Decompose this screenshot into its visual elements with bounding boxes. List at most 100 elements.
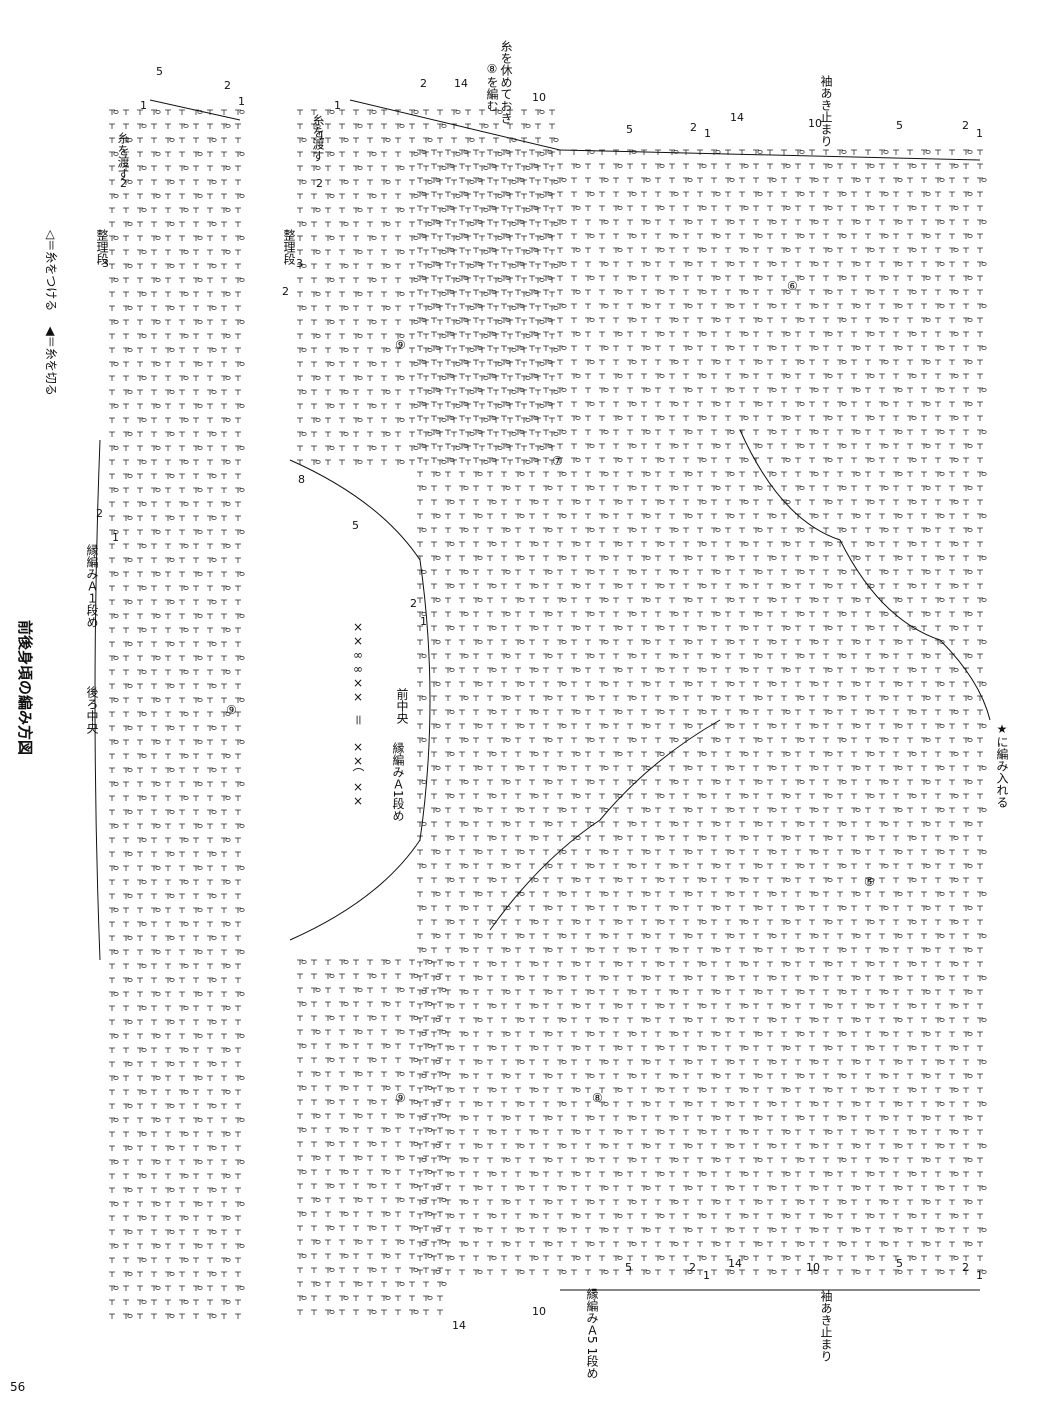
stitch-mark bbox=[240, 1287, 244, 1290]
stitch-mark bbox=[198, 1119, 202, 1122]
stitch-mark bbox=[198, 993, 202, 996]
stitch-mark bbox=[170, 1063, 174, 1066]
stitch-mark bbox=[400, 461, 404, 464]
stitch-mark bbox=[184, 209, 188, 212]
stitch-mark bbox=[436, 557, 440, 560]
stitch-mark bbox=[240, 153, 244, 156]
stitch-mark bbox=[114, 951, 118, 954]
stitch-mark bbox=[506, 655, 510, 658]
stitch-mark bbox=[464, 781, 468, 784]
stitch-mark bbox=[464, 1243, 468, 1246]
stitch-mark bbox=[520, 1187, 524, 1190]
stitch-mark bbox=[240, 699, 244, 702]
stitch-mark bbox=[506, 1243, 510, 1246]
stitch-mark bbox=[142, 1301, 146, 1304]
stitch-mark bbox=[478, 851, 482, 854]
stitch-mark bbox=[358, 293, 362, 296]
stitch-mark bbox=[450, 921, 454, 924]
stitch-mark bbox=[422, 1201, 426, 1204]
stitch-mark bbox=[372, 237, 376, 240]
stitch-mark bbox=[436, 767, 440, 770]
stitch-mark bbox=[170, 1105, 174, 1108]
stitch-mark bbox=[428, 181, 432, 184]
stitch-mark bbox=[142, 923, 146, 926]
stitch-mark bbox=[456, 321, 460, 324]
stitch-mark bbox=[512, 307, 516, 310]
stitch-mark bbox=[170, 517, 174, 520]
stitch-mark bbox=[212, 853, 216, 856]
stitch-mark bbox=[128, 1189, 132, 1192]
stitch-mark bbox=[386, 139, 390, 142]
stitch-mark bbox=[198, 741, 202, 744]
stitch-mark bbox=[128, 769, 132, 772]
stitch-mark bbox=[450, 669, 454, 672]
stitch-mark bbox=[128, 433, 132, 436]
stitch-mark bbox=[184, 335, 188, 338]
stitch-mark bbox=[450, 837, 454, 840]
stitch-mark bbox=[436, 683, 440, 686]
stitch-mark bbox=[114, 993, 118, 996]
stitch-mark bbox=[520, 515, 524, 518]
stitch-mark bbox=[212, 811, 216, 814]
stitch-mark bbox=[128, 727, 132, 730]
stitch-mark bbox=[456, 111, 460, 114]
stitch-mark bbox=[212, 1189, 216, 1192]
stitch-mark bbox=[198, 1161, 202, 1164]
stitch-mark bbox=[170, 475, 174, 478]
stitch-mark bbox=[226, 629, 230, 632]
stitch-mark bbox=[114, 1119, 118, 1122]
stitch-mark bbox=[170, 1021, 174, 1024]
stitch-mark bbox=[442, 461, 446, 464]
stitch-mark bbox=[170, 1315, 174, 1318]
stitch-mark bbox=[436, 1019, 440, 1022]
stitch-mark bbox=[156, 657, 160, 660]
stitch-mark bbox=[520, 725, 524, 728]
stitch-mark bbox=[450, 1173, 454, 1176]
stitch-mark bbox=[548, 697, 552, 700]
stitch-mark bbox=[184, 1301, 188, 1304]
stitch-mark bbox=[534, 1131, 538, 1134]
stitch-mark bbox=[198, 447, 202, 450]
stitch-mark bbox=[198, 1287, 202, 1290]
stitch-mark bbox=[540, 447, 544, 450]
stitch-mark bbox=[344, 265, 348, 268]
stitch-mark bbox=[114, 825, 118, 828]
stitch-mark bbox=[184, 1133, 188, 1136]
stitch-mark bbox=[450, 1089, 454, 1092]
stitch-mark bbox=[240, 195, 244, 198]
stitch-mark bbox=[240, 1203, 244, 1206]
stitch-mark bbox=[114, 657, 118, 660]
stitch-mark bbox=[526, 419, 530, 422]
stitch-mark bbox=[240, 237, 244, 240]
stitch-mark bbox=[240, 783, 244, 786]
stitch-mark bbox=[512, 265, 516, 268]
stitch-mark bbox=[128, 979, 132, 982]
stitch-mark bbox=[400, 125, 404, 128]
stitch-mark bbox=[198, 321, 202, 324]
stitch-mark bbox=[156, 153, 160, 156]
stitch-mark bbox=[478, 1061, 482, 1064]
stitch-mark bbox=[184, 545, 188, 548]
stitch-mark bbox=[492, 1173, 496, 1176]
stitch-mark bbox=[170, 769, 174, 772]
stitch-mark bbox=[302, 181, 306, 184]
stitch-mark bbox=[442, 209, 446, 212]
stitch-mark bbox=[400, 419, 404, 422]
stitch-mark bbox=[478, 1187, 482, 1190]
stitch-mark bbox=[512, 223, 516, 226]
stitch-mark bbox=[156, 489, 160, 492]
stitch-mark bbox=[226, 1007, 230, 1010]
stitch-mark bbox=[212, 895, 216, 898]
stitch-mark bbox=[386, 349, 390, 352]
stitch-mark bbox=[358, 461, 362, 464]
stitch-mark bbox=[540, 279, 544, 282]
stitch-mark bbox=[436, 893, 440, 896]
stitch-mark bbox=[226, 461, 230, 464]
stitch-mark bbox=[212, 139, 216, 142]
stitch-mark bbox=[156, 1287, 160, 1290]
stitch-mark bbox=[212, 475, 216, 478]
stitch-mark bbox=[400, 335, 404, 338]
stitch-mark bbox=[128, 1273, 132, 1276]
stitch-mark bbox=[456, 447, 460, 450]
